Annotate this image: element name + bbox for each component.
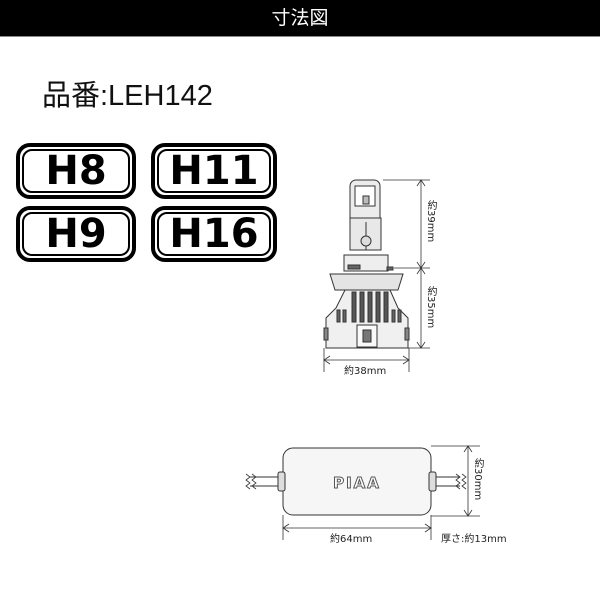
bulb-type-badge-h11: H11 (151, 143, 277, 199)
bulb-type-badge-h9: H9 (16, 206, 136, 262)
bulb-width-label: 約38mm (344, 366, 387, 377)
part-number: 品番:LEH142 (42, 80, 213, 112)
controller-height-label: 約30mm (472, 458, 483, 501)
piaa-logo: PIAA (333, 474, 381, 492)
bulb-type-badge-h8: H8 (16, 143, 136, 199)
controller-width-label: 約64mm (330, 534, 373, 545)
header-divider (0, 36, 600, 37)
page-header: 寸法図 (0, 0, 600, 36)
header-title: 寸法図 (271, 7, 329, 29)
controller-thickness-label: 厚さ:約13mm (441, 534, 507, 545)
bulb-lower-height-label: 約35mm (425, 286, 436, 329)
bulb-upper-height-label: 約39mm (425, 200, 436, 243)
bulb-type-badge-h16: H16 (151, 206, 277, 262)
